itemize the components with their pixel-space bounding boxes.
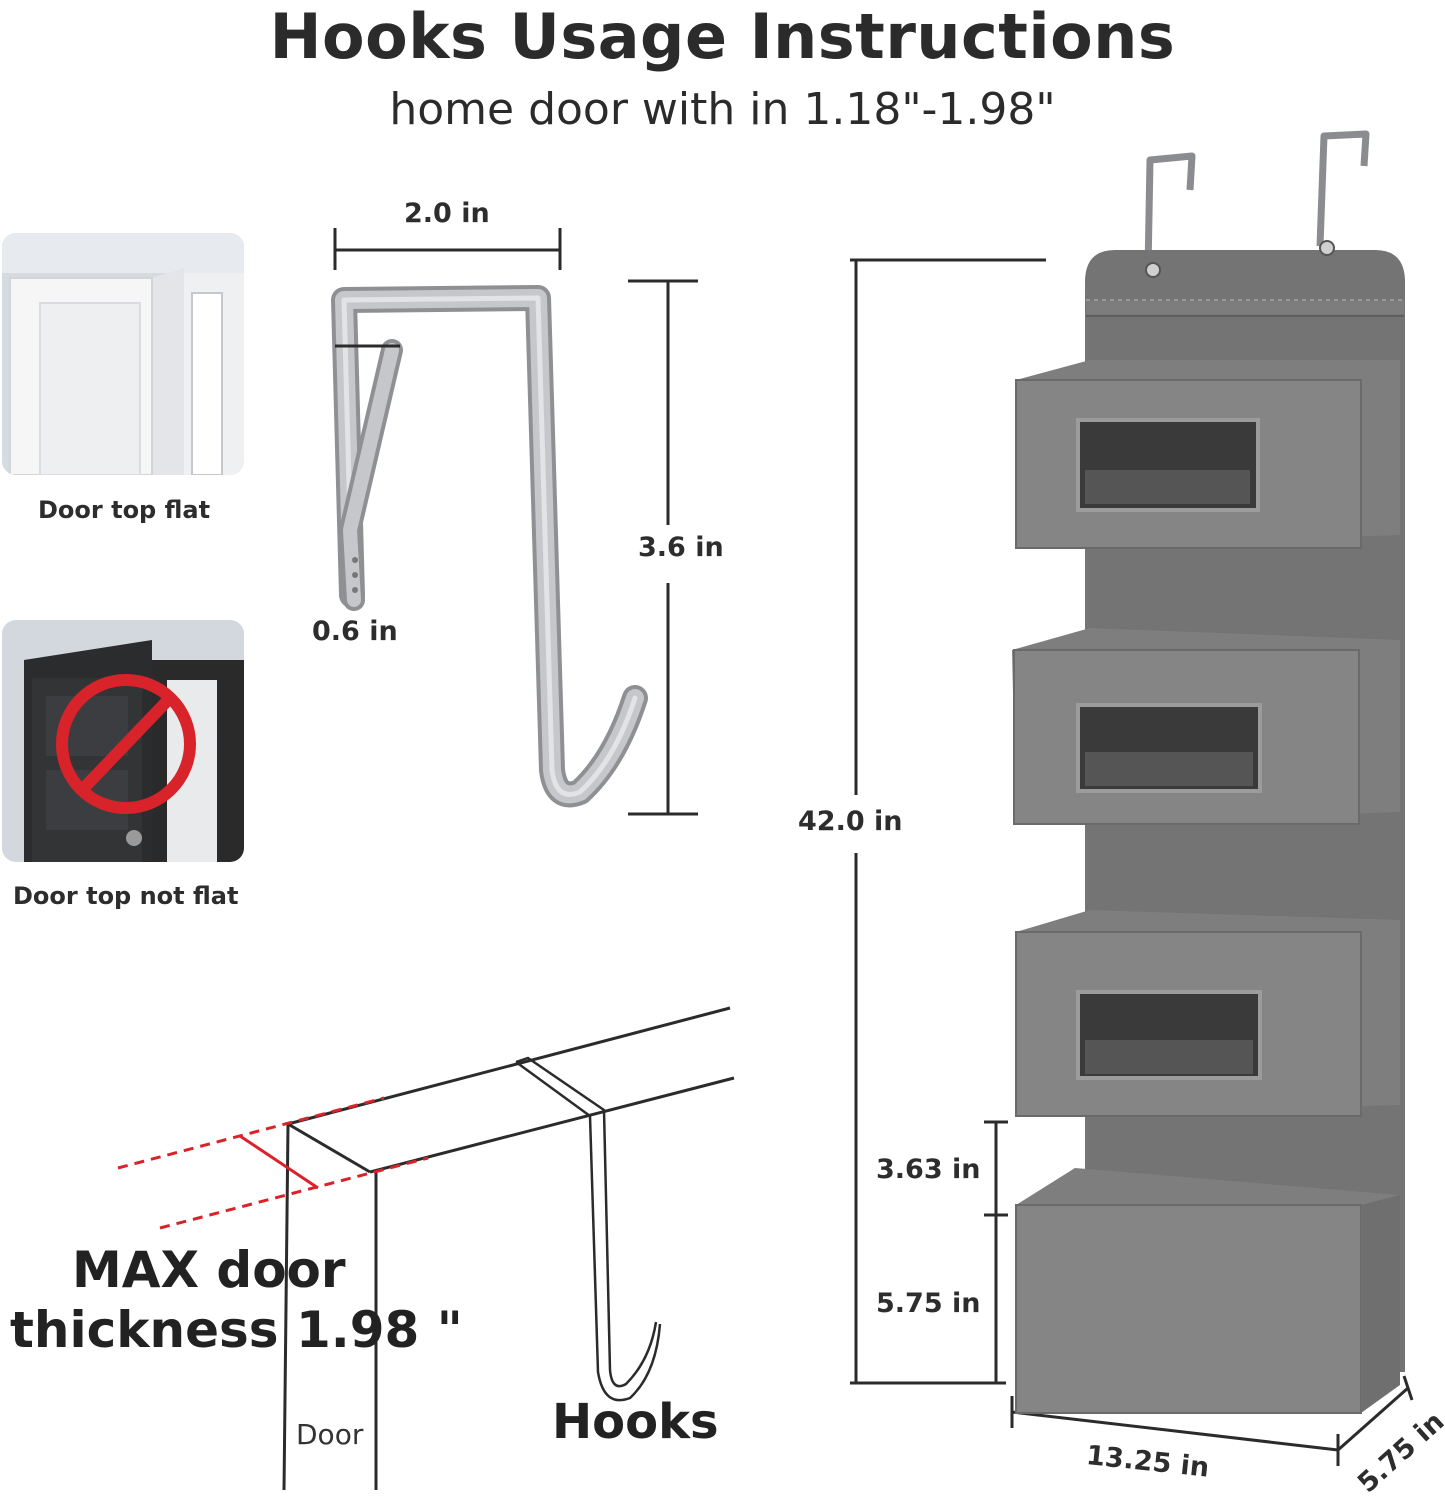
door-top-not-flat-photo bbox=[2, 620, 244, 862]
gap-height-label: 3.63 in bbox=[876, 1154, 981, 1185]
door-top-flat-caption: Door top flat bbox=[38, 496, 211, 524]
max-thickness-line2: thickness 1.98 " bbox=[10, 1301, 463, 1359]
hooks-label: Hooks bbox=[552, 1394, 719, 1450]
door-line-drawing bbox=[282, 1006, 735, 1491]
organizer-hooks bbox=[1144, 130, 1370, 271]
page-subtitle: home door with in 1.18"-1.98" bbox=[389, 84, 1056, 135]
pocket-3 bbox=[1015, 910, 1400, 1117]
prohibited-icon bbox=[56, 674, 196, 814]
pocket-1 bbox=[1015, 360, 1400, 549]
pocket-height-label: 5.75 in bbox=[876, 1288, 981, 1319]
organizer-width-depth-dimension bbox=[1010, 1375, 1414, 1466]
hook-width-label: 2.0 in bbox=[404, 198, 490, 229]
hook-strap-width-label: 0.6 in bbox=[312, 616, 398, 647]
page-title: Hooks Usage Instructions bbox=[269, 0, 1176, 73]
door-label: Door bbox=[296, 1418, 364, 1451]
pocket-dimension bbox=[984, 1120, 1008, 1383]
door-top-not-flat-caption: Door top not flat bbox=[13, 882, 239, 910]
metal-hook bbox=[331, 285, 648, 808]
pocket-4 bbox=[1015, 1168, 1400, 1414]
installed-hook-outline bbox=[515, 1056, 662, 1402]
max-thickness-marker bbox=[117, 1096, 429, 1230]
organizer-height-dimension bbox=[850, 258, 1046, 1385]
organizer-height-label: 42.0 in bbox=[798, 806, 903, 837]
max-thickness-line1: MAX door bbox=[72, 1241, 346, 1299]
pocket-2 bbox=[1012, 628, 1400, 825]
hook-width-dimension bbox=[333, 228, 562, 270]
door-top-flat-photo bbox=[2, 233, 244, 475]
hook-height-label: 3.6 in bbox=[638, 532, 724, 563]
hook-height-dimension bbox=[628, 279, 698, 816]
